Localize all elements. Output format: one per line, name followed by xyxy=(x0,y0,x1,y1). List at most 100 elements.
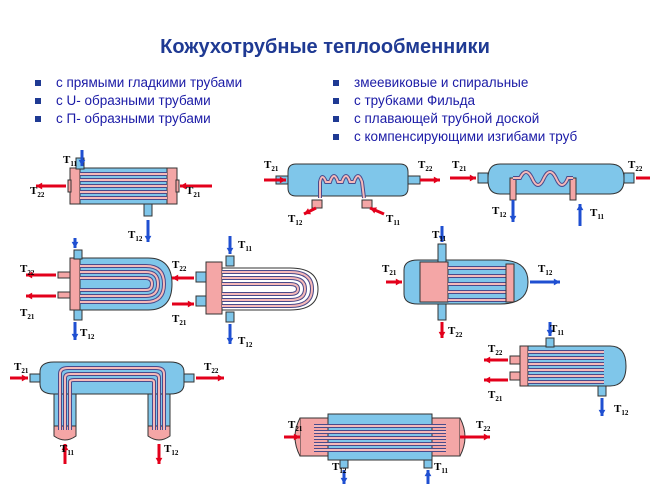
arrow-head xyxy=(26,271,33,279)
nozzle xyxy=(183,373,195,383)
nozzle xyxy=(175,179,180,193)
arrow-head xyxy=(217,374,224,382)
flow-arrow xyxy=(460,433,490,441)
arrow-head xyxy=(424,470,432,477)
temperature-label: T22 xyxy=(448,325,463,339)
nozzle xyxy=(75,157,85,170)
flow-arrow xyxy=(26,292,56,300)
bullet-icon xyxy=(333,134,339,140)
nozzle xyxy=(73,249,83,260)
bullet-icon xyxy=(333,80,339,86)
flow-arrow xyxy=(598,398,606,416)
temperature-label: T11 xyxy=(60,443,74,457)
temperature-label: T22 xyxy=(172,259,187,273)
u-tube xyxy=(69,379,155,430)
bullet-item: с П- образными трубами xyxy=(30,110,242,128)
flow-arrow xyxy=(180,182,212,190)
flow-arrow xyxy=(424,470,432,484)
arrow-head xyxy=(155,457,163,464)
temperature-label: T11 xyxy=(434,461,448,475)
flow-arrow xyxy=(438,226,446,242)
nozzle xyxy=(509,371,521,381)
nozzle xyxy=(623,172,635,184)
temperature-label: T22 xyxy=(30,185,45,199)
tube-sheet xyxy=(69,257,81,311)
u-tube xyxy=(222,271,314,307)
arrow-head xyxy=(180,182,187,190)
flow-arrow xyxy=(226,324,234,344)
temperature-label: T11 xyxy=(550,323,564,337)
u-tube xyxy=(222,283,300,295)
nozzle xyxy=(29,373,41,383)
nozzle xyxy=(545,337,555,348)
bullet-item: с прямыми гладкими трубами xyxy=(30,74,242,92)
flow-arrow xyxy=(78,150,86,166)
temperature-label: T22 xyxy=(488,343,503,357)
flow-arrow xyxy=(10,374,28,382)
temperature-label: T12 xyxy=(238,335,253,349)
flow-arrow xyxy=(61,444,69,464)
flow-arrow xyxy=(284,433,300,441)
arrow-head xyxy=(187,300,194,308)
arrow-head xyxy=(226,247,234,254)
flow-arrow xyxy=(155,444,163,464)
arrow-head xyxy=(144,235,152,242)
u-tube xyxy=(222,276,308,302)
u-tube xyxy=(222,282,301,296)
arrow-head xyxy=(61,444,69,451)
bullet-icon xyxy=(35,80,41,86)
flow-arrow xyxy=(264,176,286,184)
arrow-head xyxy=(509,215,517,222)
arrow-head xyxy=(370,207,377,214)
arrow-head xyxy=(172,274,179,282)
u-tube xyxy=(513,171,573,186)
temperature-label: T11 xyxy=(590,207,604,221)
temperature-label: T12 xyxy=(492,205,507,219)
floating-head xyxy=(505,263,515,303)
bullet-list-right: змеевиковые и спиральные с трубками Филь… xyxy=(328,74,577,146)
flow-arrow xyxy=(172,300,194,308)
bullet-icon xyxy=(333,98,339,104)
nozzle xyxy=(57,271,71,279)
nozzle xyxy=(57,291,71,299)
flow-arrow xyxy=(636,176,650,180)
temperature-label: T11 xyxy=(386,213,400,227)
arrow-head xyxy=(26,292,33,300)
temperature-label: T11 xyxy=(432,229,446,243)
flow-arrow xyxy=(196,374,224,382)
u-tube xyxy=(64,373,160,430)
arrow-head xyxy=(469,174,476,182)
arrow-head xyxy=(304,208,311,215)
nozzle xyxy=(195,295,207,307)
shell xyxy=(221,267,319,311)
arrow-head xyxy=(71,333,79,340)
flow-arrow xyxy=(420,176,440,184)
bullet-icon xyxy=(333,116,339,122)
page-title: Кожухотрубные теплообменники xyxy=(160,36,490,58)
flow-arrow xyxy=(576,204,584,226)
u-tube xyxy=(80,265,166,303)
flow-arrow xyxy=(172,274,194,282)
flow-arrow xyxy=(340,470,348,484)
tube-sheet xyxy=(419,261,449,303)
temperature-label: T21 xyxy=(452,159,467,173)
bullet-icon xyxy=(35,98,41,104)
flow-arrow xyxy=(369,206,385,216)
temperature-label: T12 xyxy=(538,263,553,277)
arrow-head xyxy=(553,278,560,286)
u-tube xyxy=(59,367,165,430)
flow-arrow xyxy=(144,220,152,242)
bullet-list-left: с прямыми гладкими трубами с U- образным… xyxy=(30,74,242,128)
arrow-head xyxy=(484,376,491,384)
nozzle xyxy=(195,271,207,283)
nozzle xyxy=(509,355,521,365)
temperature-label: T12 xyxy=(128,229,143,243)
temperature-label: T12 xyxy=(288,213,303,227)
bullet-item: с компенсирующими изгибами труб xyxy=(328,128,577,146)
bullet-item: с U- образными трубами xyxy=(30,92,242,110)
temperature-label: T21 xyxy=(382,263,397,277)
arrow-head xyxy=(279,176,286,184)
temperature-label: T21 xyxy=(14,361,29,375)
arrow-head xyxy=(576,204,584,211)
